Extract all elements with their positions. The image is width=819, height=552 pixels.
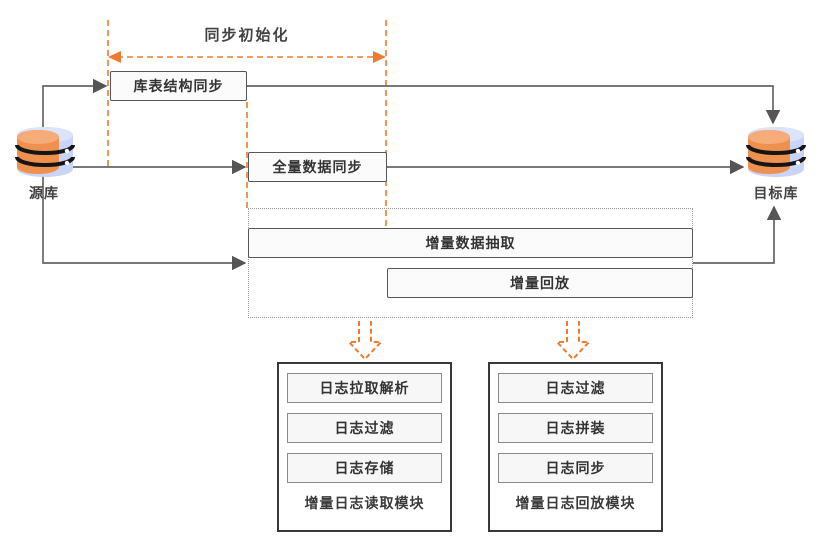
init-phase-title: 同步初始化 (204, 27, 290, 44)
incremental-region (248, 208, 693, 318)
log-replay-step-3: 日志同步 (498, 453, 653, 483)
source-database-icon (15, 127, 75, 177)
phase-span-arrowhead-right-icon (373, 51, 386, 63)
log-read-step-2: 日志过滤 (287, 413, 442, 443)
flow-source-to-schema-sync (42, 78, 108, 131)
flow-incremental-to-target (693, 205, 782, 264)
log-replay-step-2: 日志拼装 (498, 413, 653, 443)
log-replay-module: 日志过滤 日志拼装 日志同步 增量日志回放模块 (488, 362, 663, 532)
dashed-down-arrow-read-module-icon (346, 321, 384, 361)
phase-span-arrowhead-left-icon (108, 51, 121, 63)
flow-schema-sync-to-target (247, 85, 781, 125)
dashed-down-arrow-replay-module-icon (554, 321, 592, 361)
schema-sync-box: 库表结构同步 (110, 71, 247, 101)
incremental-extract-box: 增量数据抽取 (248, 228, 693, 258)
incremental-replay-box: 增量回放 (387, 268, 693, 298)
log-read-module-title: 增量日志读取模块 (304, 495, 425, 511)
full-sync-box: 全量数据同步 (248, 152, 387, 182)
target-database-icon (746, 127, 806, 177)
flow-source-to-incremental (42, 174, 247, 271)
source-database-label: 源库 (29, 185, 59, 201)
log-replay-module-title: 增量日志回放模块 (515, 495, 636, 511)
target-database-label: 目标库 (753, 185, 799, 201)
log-read-step-1: 日志拉取解析 (287, 373, 442, 403)
log-read-step-3: 日志存储 (287, 453, 442, 483)
log-replay-step-1: 日志过滤 (498, 373, 653, 403)
log-read-module: 日志拉取解析 日志过滤 日志存储 增量日志读取模块 (277, 362, 452, 532)
